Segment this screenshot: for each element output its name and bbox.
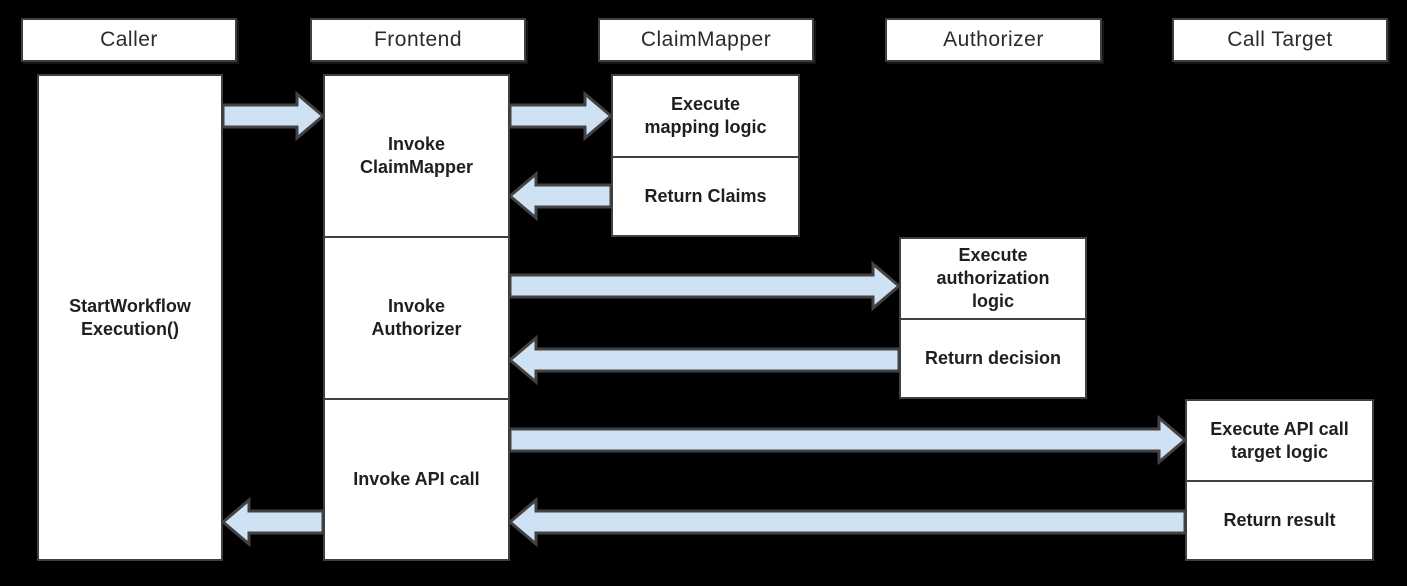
box-claimmapper-return-claims-label: Return Claims xyxy=(644,186,767,206)
lane-header-call-target: Call Target xyxy=(1172,18,1388,62)
lane-header-call-target-label: Call Target xyxy=(1227,28,1333,51)
box-call-target-return-result-label: Return result xyxy=(1223,510,1336,530)
arrow-frontend-to-authorizer xyxy=(508,260,902,312)
box-frontend-invoke-api-call-label: Invoke API call xyxy=(353,469,480,489)
box-authorizer-return-decision-label: Return decision xyxy=(924,348,1062,368)
box-call-target-return-result: Return result xyxy=(1185,480,1374,561)
box-authorizer-execute-authorization-logic-label: Execute authorization logic xyxy=(936,245,1050,311)
lane-header-claimmapper: ClaimMapper xyxy=(598,18,814,62)
box-claimmapper-execute-mapping-logic-label: Execute mapping logic xyxy=(644,94,767,137)
box-frontend-invoke-api-call: Invoke API call xyxy=(323,398,510,561)
box-call-target-execute-api-call-target-logic-label: Execute API call target logic xyxy=(1210,418,1349,462)
box-frontend-invoke-authorizer: Invoke Authorizer xyxy=(323,236,510,400)
box-claimmapper-execute-mapping-logic: Execute mapping logic xyxy=(611,74,800,158)
lane-header-caller: Caller xyxy=(21,18,237,62)
box-caller-startworkflow-execution-label: StartWorkflow Execution() xyxy=(69,295,191,339)
lane-header-claimmapper-label: ClaimMapper xyxy=(640,28,772,51)
box-caller-startworkflow-execution: StartWorkflow Execution() xyxy=(37,74,223,561)
arrow-claimmapper-return-claims xyxy=(507,170,613,222)
box-frontend-invoke-claimmapper-label: Invoke ClaimMapper xyxy=(359,134,474,177)
lane-header-caller-label: Caller xyxy=(100,28,158,51)
box-frontend-invoke-authorizer-label: Invoke Authorizer xyxy=(371,296,462,339)
box-authorizer-execute-authorization-logic: Execute authorization logic xyxy=(899,237,1087,320)
box-authorizer-return-decision: Return decision xyxy=(899,318,1087,399)
arrow-call-target-return-result xyxy=(507,496,1187,548)
box-frontend-invoke-claimmapper: Invoke ClaimMapper xyxy=(323,74,510,238)
arrow-frontend-to-claimmapper xyxy=(508,90,614,142)
lane-header-authorizer: Authorizer xyxy=(885,18,1102,62)
box-claimmapper-return-claims: Return Claims xyxy=(611,156,800,237)
lane-header-frontend: Frontend xyxy=(310,18,526,62)
arrow-caller-to-frontend xyxy=(221,90,326,142)
lane-header-authorizer-label: Authorizer xyxy=(943,28,1044,51)
lane-header-frontend-label: Frontend xyxy=(373,28,463,51)
arrow-frontend-to-call-target xyxy=(508,414,1188,466)
box-call-target-execute-api-call-target-logic: Execute API call target logic xyxy=(1185,399,1374,482)
arrow-frontend-to-caller-return xyxy=(220,496,325,548)
arrow-authorizer-return-decision xyxy=(507,334,901,386)
